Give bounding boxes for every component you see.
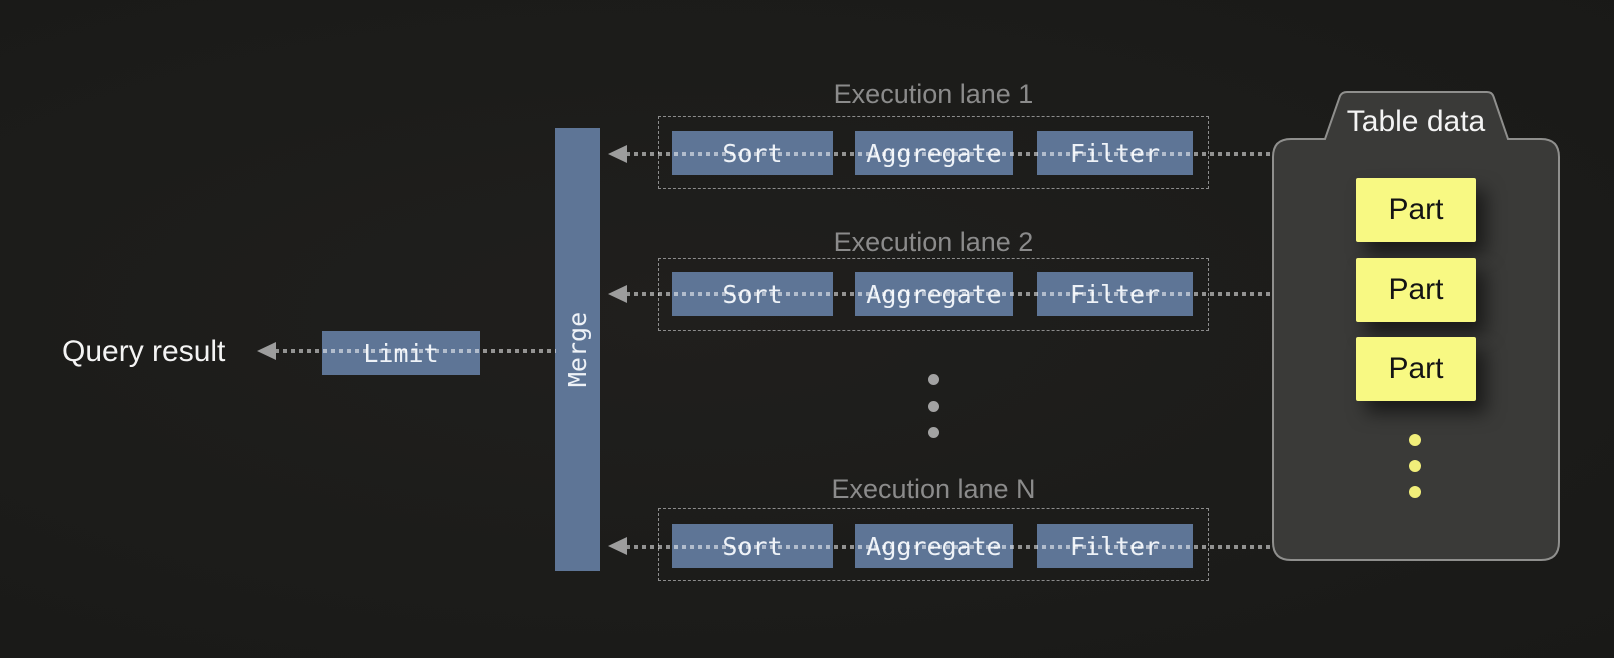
flow-line-table-to-merge-lane-1: [626, 152, 1270, 156]
parts-ellipsis-dot: [1409, 434, 1421, 446]
parts-ellipsis-dot: [1409, 460, 1421, 472]
flow-line-table-to-merge-lane-2: [626, 292, 1270, 296]
merge-operator-bar: Merge: [555, 128, 600, 571]
lane-2-title: Execution lane 2: [833, 227, 1034, 257]
limit-operator-box: Limit: [322, 331, 480, 375]
part-label: Part: [1388, 273, 1444, 306]
arrowhead-to-merge-lane-2-icon: [608, 285, 627, 303]
arrowhead-to-merge-lane-n-icon: [608, 537, 627, 555]
lanes-ellipsis-dot: [928, 401, 939, 412]
table-part-box: Part: [1356, 337, 1476, 401]
arrowhead-to-query-result-icon: [257, 342, 276, 360]
table-part-box: Part: [1356, 258, 1476, 322]
flow-line-merge-to-query-result: [275, 349, 556, 353]
lanes-ellipsis-dot: [928, 374, 939, 385]
lane-n-title: Execution lane N: [831, 474, 1036, 504]
arrowhead-to-merge-lane-1-icon: [608, 145, 627, 163]
table-data-title: Table data: [1346, 105, 1486, 138]
query-result-label: Query result: [62, 335, 226, 368]
limit-label: Limit: [363, 338, 439, 368]
flow-line-table-to-merge-lane-n: [626, 545, 1270, 549]
part-label: Part: [1388, 352, 1444, 385]
lane-1-title: Execution lane 1: [833, 79, 1034, 109]
lane-n-frame: [658, 508, 1209, 581]
merge-label: Merge: [563, 311, 593, 388]
part-label: Part: [1388, 193, 1444, 226]
lanes-ellipsis-dot: [928, 427, 939, 438]
parts-ellipsis-dot: [1409, 486, 1421, 498]
table-part-box: Part: [1356, 178, 1476, 242]
